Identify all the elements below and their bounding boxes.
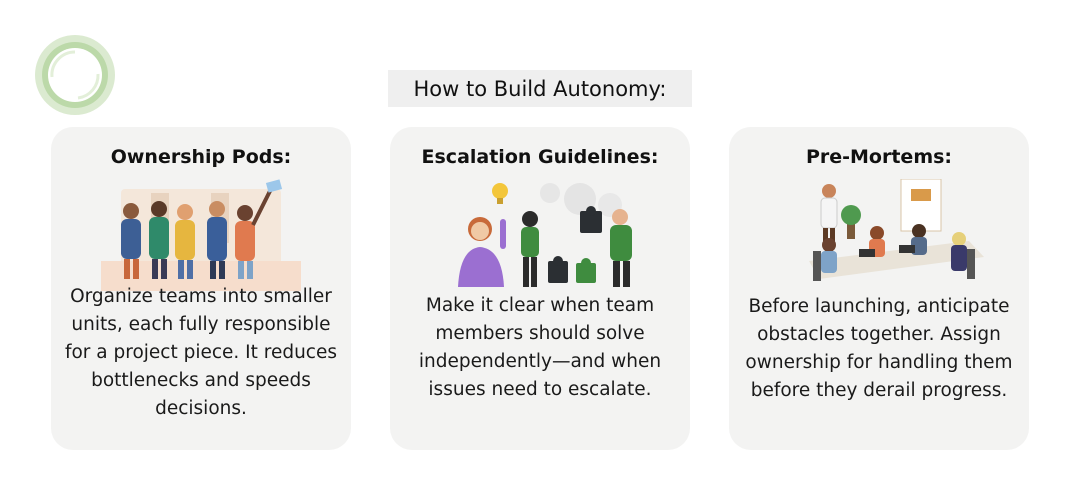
page-title: How to Build Autonomy: [388,70,692,107]
card-escalation-guidelines: Escalation Guidelines: [390,127,690,450]
card-title: Ownership Pods: [110,146,292,168]
green-ring-logo-icon [30,30,120,120]
meeting-table-illustration-icon [769,178,989,291]
card-pre-mortems: Pre-Mortems: [729,127,1029,450]
card-title: Pre-Mortems: [805,146,953,168]
card-description: Before launching, anticipate obstacles t… [745,296,1013,401]
card-ownership-pods: Ownership Pods: [51,127,351,450]
card-title: Escalation Guidelines: [421,146,659,168]
card-description: Organize teams into smaller units, each … [64,286,338,419]
card-description: Make it clear when team members should s… [418,295,662,400]
team-celebration-illustration-icon [91,179,311,291]
puzzle-teamwork-illustration-icon [430,179,650,291]
